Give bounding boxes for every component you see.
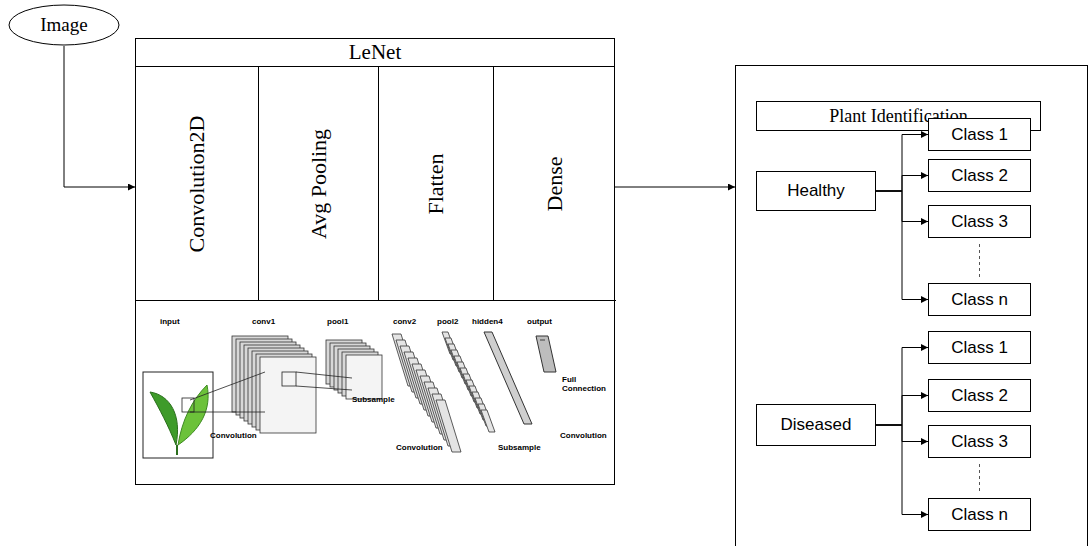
layer-name: Avg Pooling — [306, 128, 332, 238]
output-layer — [536, 336, 556, 372]
operation-note: Subsample — [352, 396, 395, 405]
continuation-dots — [979, 244, 980, 277]
connector-arrow — [876, 191, 928, 300]
continuation-dots — [979, 464, 980, 492]
hidden-layer — [484, 332, 532, 424]
class-label: Class n — [951, 505, 1008, 525]
layer-tag: hidden4 — [472, 318, 503, 327]
layer-tag: input — [160, 318, 180, 327]
class-box: Class 3 — [928, 425, 1031, 458]
operation-note: Full Connection — [562, 376, 602, 394]
class-box: Class 2 — [928, 379, 1031, 412]
leaf-right — [178, 385, 208, 445]
class-label: Class 2 — [951, 386, 1008, 406]
leaf-stem — [176, 445, 178, 455]
layer-tag: pool2 — [437, 318, 458, 327]
conv-line — [190, 372, 265, 400]
input-label: Image — [40, 14, 87, 36]
connector-arrow — [876, 348, 928, 426]
operation-note: Convolution — [210, 432, 257, 441]
input-frame — [143, 372, 213, 458]
kernel — [182, 398, 194, 412]
class-box: Class n — [928, 283, 1031, 316]
fc-line — [540, 340, 545, 341]
class-box: Class 3 — [928, 205, 1031, 238]
operation-note: Subsample — [498, 444, 541, 453]
layer-column: Dense — [494, 67, 616, 301]
layer-tag: conv2 — [393, 318, 416, 327]
layer-name: Convolution2D — [184, 115, 210, 252]
class-label: Class 1 — [951, 338, 1008, 358]
leaf-left — [150, 392, 178, 445]
connector-arrow — [615, 187, 735, 188]
feature-maps — [232, 332, 495, 452]
layer-column: Avg Pooling — [259, 67, 379, 301]
pool-line — [296, 372, 352, 378]
feature-map — [481, 410, 495, 432]
operation-note: Convolution — [560, 432, 607, 441]
class-label: Class 1 — [951, 125, 1008, 145]
class-label: Class 2 — [951, 166, 1008, 186]
input-ellipse: Image — [8, 4, 120, 46]
category-label: Diseased — [781, 415, 852, 435]
connector-arrow — [64, 46, 135, 187]
connector-arrow — [876, 135, 928, 192]
layer-tag: pool1 — [327, 318, 348, 327]
class-box: Class 2 — [928, 159, 1031, 192]
class-label: Class n — [951, 290, 1008, 310]
connector-arrow — [876, 425, 928, 515]
layer-name: Dense — [542, 156, 568, 211]
network-box: LeNetConvolution2D Avg Pooling Flatten Dens… — [135, 38, 615, 485]
network-title: LeNet — [136, 39, 614, 67]
layer-column: Convolution2D — [136, 67, 259, 301]
feature-map — [346, 355, 382, 399]
layer-column: Flatten — [379, 67, 494, 301]
kernel — [282, 372, 296, 386]
output-panel: Plant IdentificationHealthyClass 1Class … — [735, 65, 1088, 546]
connector-arrow — [876, 396, 928, 426]
class-label: Class 3 — [951, 432, 1008, 452]
connector-arrow — [876, 176, 928, 192]
category-label: Healthy — [787, 181, 845, 201]
category-box: Healthy — [756, 171, 876, 211]
class-box: Class 1 — [928, 331, 1031, 364]
layer-tag: output — [527, 318, 552, 327]
operation-note: Convolution — [396, 444, 443, 453]
class-box: Class n — [928, 498, 1031, 531]
feature-map — [260, 357, 316, 433]
layer-tag: conv1 — [252, 318, 275, 327]
class-box: Class 1 — [928, 118, 1031, 151]
class-label: Class 3 — [951, 212, 1008, 232]
category-box: Diseased — [756, 404, 876, 446]
pool-line — [296, 386, 352, 390]
layer-name: Flatten — [423, 153, 449, 214]
conv-line — [190, 412, 265, 413]
